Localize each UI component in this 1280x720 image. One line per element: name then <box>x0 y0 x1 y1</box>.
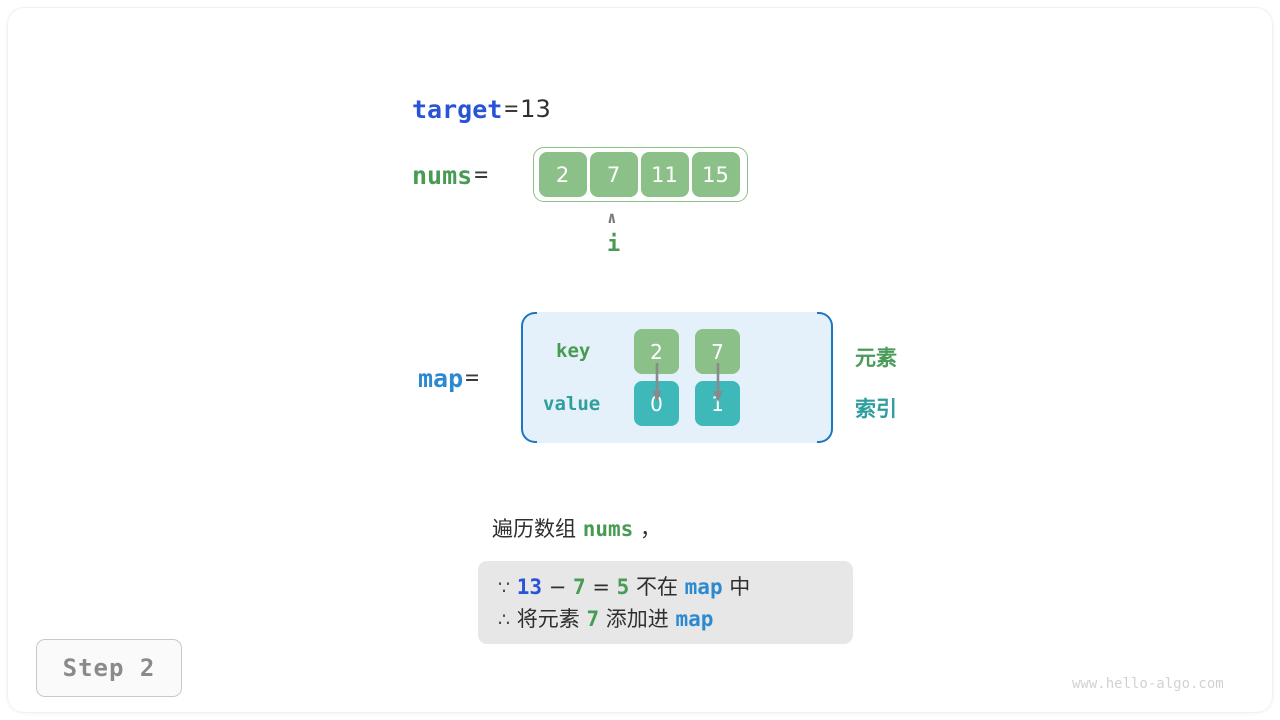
note-row-premise: ∵ 13 − 7 = 5 不在 map 中 <box>498 571 833 603</box>
map-side-label-element: 元素 <box>855 346 897 370</box>
map-pair-arrow-icon <box>652 363 662 402</box>
nums-var-name: nums <box>412 160 473 190</box>
note-map-var: map <box>675 607 714 631</box>
nums-equals-sign: = <box>474 162 489 188</box>
note-text-in: 中 <box>722 575 751 599</box>
step-badge: Step 2 <box>36 639 182 697</box>
nums-array: 2 7 11 15 <box>533 147 748 202</box>
map-value-cell: 0 <box>634 381 679 426</box>
note-current-value: 7 <box>573 575 586 599</box>
map-row-label: map = <box>418 363 481 393</box>
note-text-not-in: 不在 <box>629 575 685 599</box>
map-side-label-index: 索引 <box>855 397 897 421</box>
map-value-label: value <box>543 393 601 415</box>
map-pair-arrow-icon <box>713 363 723 402</box>
watermark: www.hello-algo.com <box>1072 676 1224 692</box>
map-equals-sign: = <box>465 365 480 391</box>
map-key-label: key <box>556 340 591 362</box>
map-var-name: map <box>418 363 464 393</box>
note-equals-sign: = <box>585 575 617 599</box>
because-symbol-icon: ∵ <box>498 577 511 599</box>
pointer-caret-icon: ∧ <box>607 208 617 227</box>
target-var-name: target <box>412 94 503 124</box>
note-map-var: map <box>684 575 723 599</box>
map-right-bracket-icon <box>817 312 833 443</box>
target-row: target = 13 <box>412 92 551 126</box>
array-cell: 2 <box>538 152 587 197</box>
note-box: ∵ 13 − 7 = 5 不在 map 中 ∴ 将元素 7 添加进 map <box>478 561 853 644</box>
note-complement-value: 5 <box>616 575 630 599</box>
description-var-nums: nums <box>582 517 634 541</box>
note-text-add-element: 将元素 <box>510 607 587 631</box>
description-line: 遍历数组 nums ， <box>492 513 661 543</box>
nums-row-label: nums = <box>412 158 490 192</box>
target-equals-sign: = <box>504 96 519 122</box>
description-suffix: ， <box>633 517 661 541</box>
note-target-value: 13 <box>516 575 543 599</box>
note-minus-sign: − <box>542 575 574 599</box>
target-value: 13 <box>520 95 551 123</box>
note-text-add-into: 添加进 <box>599 607 676 631</box>
note-added-value: 7 <box>586 607 600 631</box>
map-left-bracket-icon <box>521 312 537 443</box>
array-cell: 11 <box>640 152 689 197</box>
therefore-symbol-icon: ∴ <box>498 609 511 631</box>
note-row-conclusion: ∴ 将元素 7 添加进 map <box>498 603 833 635</box>
pointer-label-i: i <box>607 232 621 257</box>
description-prefix: 遍历数组 <box>492 517 583 541</box>
array-cell: 15 <box>691 152 740 197</box>
array-cell: 7 <box>589 152 638 197</box>
